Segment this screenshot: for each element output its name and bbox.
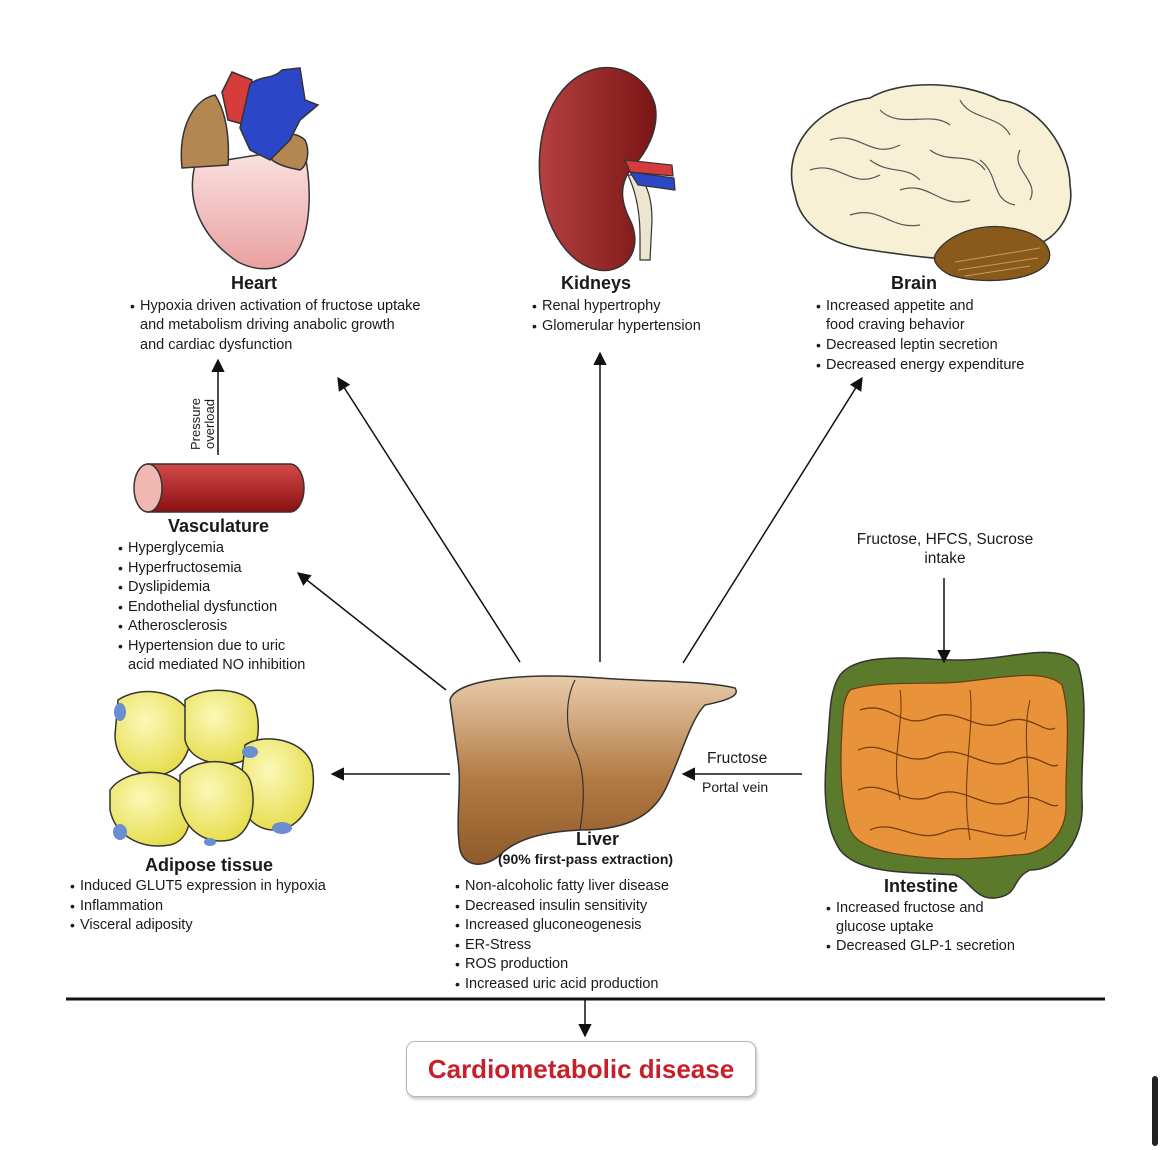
- vasculature-title: Vasculature: [168, 516, 270, 536]
- heart-effects-list: Hypoxia driven activation of fructose up…: [130, 297, 420, 317]
- kidneys-title: Kidneys: [561, 273, 632, 293]
- brain-effect: Increased appetite and: [816, 297, 974, 317]
- intestine-effect: Decreased GLP-1 secretion: [826, 937, 1015, 957]
- intestine-effects-list: Increased fructose and: [826, 899, 984, 919]
- adipose-effect: Induced GLUT5 expression in hypoxia: [70, 877, 326, 897]
- arrow-liver-to-vasculature: [296, 572, 447, 691]
- vasculature-effect: Hypertension due to uric: [118, 637, 285, 657]
- intestine-illustration: [824, 651, 1085, 899]
- kidney-illustration: [538, 66, 676, 272]
- liver-subtitle: (90% first-pass extraction): [498, 851, 674, 867]
- overload-label-line: overload: [202, 399, 217, 449]
- pressure-label-line: Pressure: [188, 397, 203, 451]
- heart-illustration: [180, 67, 320, 270]
- vasculature-effect: Dyslipidemia: [118, 578, 285, 598]
- vasculature-effect: Hyperglycemia: [118, 539, 285, 559]
- kidney-effect: Renal hypertrophy: [532, 297, 701, 317]
- liver-effects-list: Non-alcoholic fatty liver disease Decrea…: [455, 877, 669, 994]
- brain-effect-cont: food craving behavior: [826, 317, 965, 333]
- brain-effect: Decreased energy expenditure: [816, 356, 1024, 376]
- brain-title: Brain: [891, 273, 938, 293]
- arrow-liver-to-brain: [682, 376, 863, 664]
- heart-title: Heart: [231, 273, 278, 293]
- adipose-effect: Visceral adiposity: [70, 916, 326, 936]
- adipose-title: Adipose tissue: [145, 855, 274, 875]
- intestine-effects-list-2: Decreased GLP-1 secretion: [826, 937, 1015, 957]
- heart-effect-cont: and cardiac dysfunction: [140, 337, 293, 353]
- outcome-label: Cardiometabolic disease: [427, 1053, 735, 1084]
- intake-label: Fructose, HFCS, Sucrose intake: [845, 530, 1045, 568]
- brain-effect: Decreased leptin secretion: [816, 336, 1024, 356]
- vasculature-effect: Atherosclerosis: [118, 617, 285, 637]
- brain-effects-list-2: Decreased leptin secretion Decreased ene…: [816, 336, 1024, 375]
- brain-effects-list: Increased appetite and: [816, 297, 974, 317]
- vessel-illustration: [133, 463, 305, 513]
- liver-title: Liver: [576, 829, 620, 849]
- pressure-overload-label: Pressure overload: [188, 389, 217, 459]
- intake-label-line: Fructose, HFCS, Sucrose: [856, 531, 1034, 548]
- heart-effect: Hypoxia driven activation of fructose up…: [130, 297, 420, 317]
- vasculature-effect-cont: acid mediated NO inhibition: [128, 657, 306, 673]
- kidneys-effects-list: Renal hypertrophy Glomerular hypertensio…: [532, 297, 701, 336]
- liver-effect: Increased uric acid production: [455, 975, 669, 995]
- intestine-effect-cont: glucose uptake: [836, 919, 934, 935]
- liver-effect: ER-Stress: [455, 936, 669, 956]
- fructose-label: Fructose: [707, 750, 768, 767]
- adipose-effect: Inflammation: [70, 897, 326, 917]
- vasculature-effects-list: Hyperglycemia Hyperfructosemia Dyslipide…: [118, 539, 285, 656]
- intake-label-line: intake: [924, 550, 966, 567]
- liver-effect: Decreased insulin sensitivity: [455, 897, 669, 917]
- kidney-effect: Glomerular hypertension: [532, 317, 701, 337]
- arrows: [211, 351, 951, 1038]
- outcome-box: Cardiometabolic disease: [406, 1041, 756, 1097]
- liver-effect: Non-alcoholic fatty liver disease: [455, 877, 669, 897]
- brain-illustration: [790, 83, 1072, 282]
- adipose-illustration: [109, 689, 315, 847]
- vasculature-effect: Hyperfructosemia: [118, 559, 285, 579]
- intestine-effect: Increased fructose and: [826, 899, 984, 919]
- scrollbar-thumb[interactable]: [1152, 1076, 1158, 1146]
- adipose-effects-list: Induced GLUT5 expression in hypoxia Infl…: [70, 877, 326, 936]
- liver-illustration: [449, 675, 737, 865]
- portal-vein-label: Portal vein: [702, 779, 769, 795]
- heart-effect-cont: and metabolism driving anabolic growth: [140, 317, 395, 333]
- arrow-liver-to-heart: [337, 376, 521, 663]
- liver-effect: ROS production: [455, 955, 669, 975]
- vasculature-effect: Endothelial dysfunction: [118, 598, 285, 618]
- intestine-title: Intestine: [884, 876, 959, 896]
- liver-effect: Increased gluconeogenesis: [455, 916, 669, 936]
